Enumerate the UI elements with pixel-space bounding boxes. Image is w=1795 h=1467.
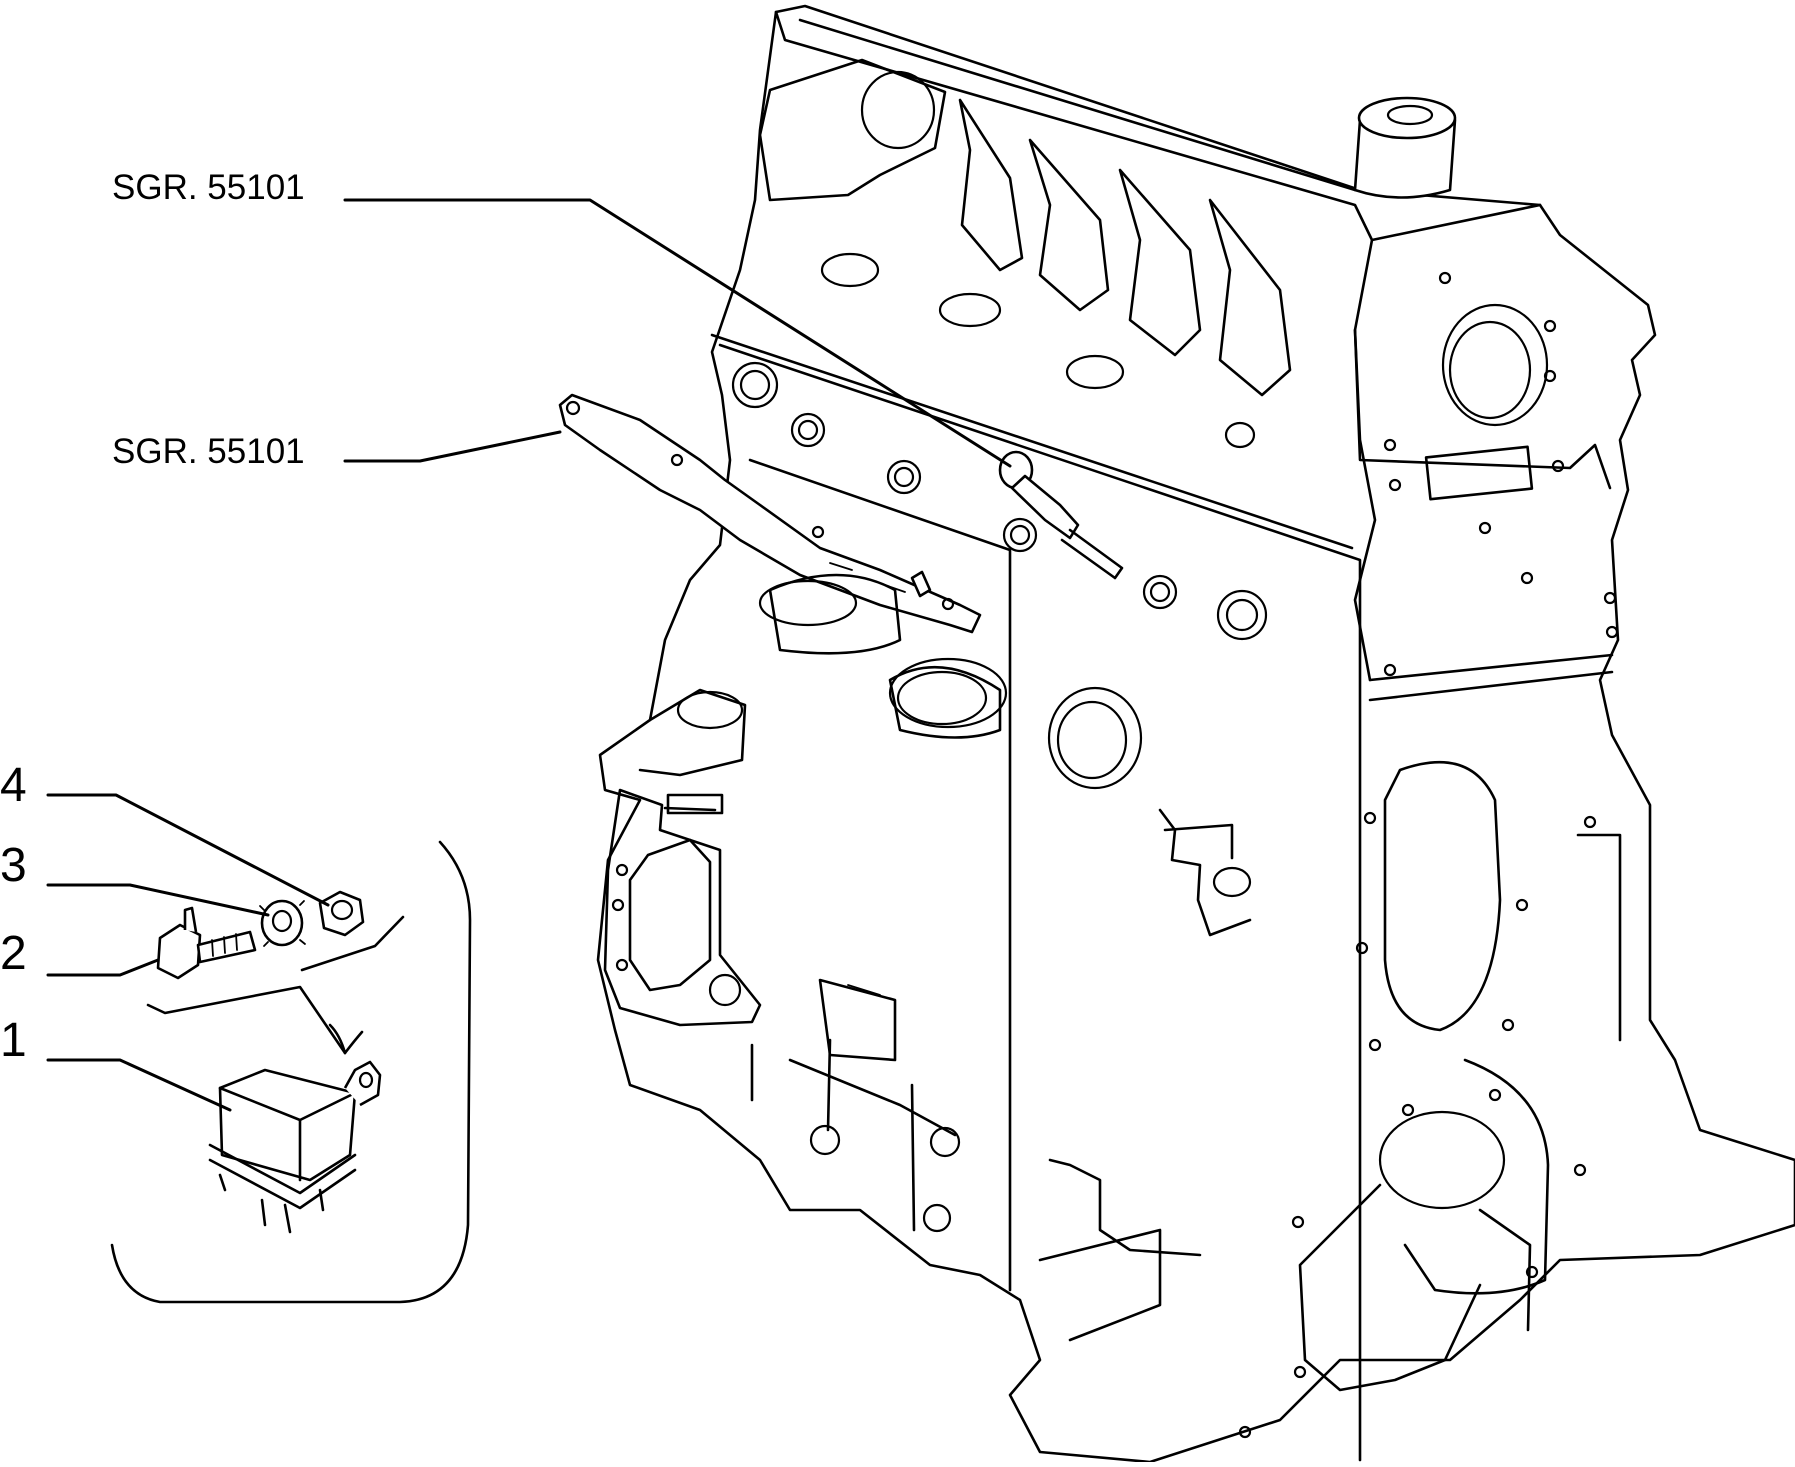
relay-detail-inset — [110, 840, 472, 1304]
nut-part-4 — [318, 890, 365, 937]
terminal-part-2 — [156, 906, 257, 980]
flange-holes — [1238, 271, 1619, 1439]
glow-plug — [998, 450, 1124, 580]
dipstick-tube — [558, 393, 982, 634]
reference-label-lower: SGR. 55101 — [112, 432, 305, 471]
reference-label-upper: SGR. 55101 — [112, 168, 305, 207]
relay-part-1 — [208, 1060, 382, 1234]
washer-part-3 — [259, 899, 306, 947]
leader-lines — [46, 198, 1012, 1112]
engine-block — [558, 4, 1795, 1464]
callout-4: 4 — [0, 759, 27, 812]
callout-2: 2 — [0, 927, 27, 980]
callout-1: 1 — [0, 1014, 27, 1067]
callout-3: 3 — [0, 839, 27, 892]
